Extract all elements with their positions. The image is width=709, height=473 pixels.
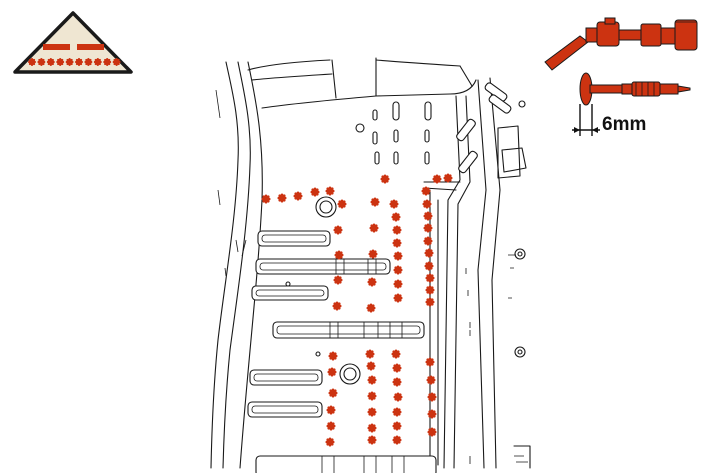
spot-weld [391,212,401,222]
spot-weld [392,377,402,387]
spot-weld [391,349,401,359]
spot-weld [333,275,343,285]
dimension-indicator: 6mm [572,104,646,136]
weld-row-lower-a [325,351,338,447]
spot-weld [367,435,377,445]
spot-weld [425,285,435,295]
drill-bit-icon [579,72,691,106]
spot-weld [392,225,402,235]
spot-weld [310,187,320,197]
spot-weld [328,351,338,361]
weld-row-column-d [421,186,435,307]
triangle-weld-dot [112,58,121,66]
spot-weld [393,265,403,275]
spot-weld [277,193,287,203]
spot-weld [326,405,336,415]
weld-row-pair-right [432,173,453,184]
spot-weld [325,437,335,447]
spot-weld [367,407,377,417]
spot-weld [261,194,271,204]
spot-weld [432,174,442,184]
spot-weld [393,392,403,402]
spot-weld [332,301,342,311]
spot-weld [423,223,433,233]
spot-weld [425,357,435,367]
dimension-label: 6mm [602,114,646,135]
spot-weld [365,349,375,359]
spot-weld [392,407,402,417]
spot-weld [423,236,433,246]
spot-weld [325,186,335,196]
spot-weld [422,199,432,209]
spot-weld [334,250,344,260]
spot-weld [427,409,437,419]
spot-weld [369,223,379,233]
spot-weld [392,435,402,445]
weld-row-top-left-row [261,186,347,209]
spot-weld [427,392,437,402]
spot-weld-warning-triangle-icon [13,11,133,74]
spot-weld [368,249,378,259]
spot-weld [425,297,435,307]
spot-weld [380,174,390,184]
spot-weld [393,293,403,303]
spot-weld [328,388,338,398]
spot-weld [393,251,403,261]
spot-weld [367,277,377,287]
spot-weld [367,423,377,433]
spot-weld-markers [261,173,453,447]
weld-row-lower-b [365,349,377,445]
weld-row-lower-c [391,349,403,445]
spot-weld [421,186,431,196]
triangle-weld-dot [46,58,55,66]
triangle-weld-dot [75,58,83,66]
spot-weld [293,191,303,201]
weld-row-column-a [332,225,344,311]
weld-row-column-c [389,199,403,303]
spot-weld [443,173,453,183]
weld-row-column-b-top [380,174,390,184]
triangle-weld-dot [93,58,102,66]
spot-weld [333,225,343,235]
spot-weld [392,363,402,373]
triangle-weld-dot [28,58,36,66]
spot-weld [425,273,435,283]
triangle-weld-dot [84,58,93,66]
triangle-weld-dot [37,58,46,66]
spot-weld [424,248,434,258]
spot-weld [424,261,434,271]
triangle-weld-dot [103,58,112,66]
spot-weld [389,199,399,209]
spot-weld [326,421,336,431]
spot-weld [393,279,403,289]
spot-weld [367,391,377,401]
spot-weld [392,421,402,431]
spot-weld [367,375,377,385]
spot-weld [327,367,337,377]
spot-weld [337,199,347,209]
spot-weld [392,238,402,248]
spot-weld [423,211,433,221]
spot-weld [427,427,437,437]
spot-weld [370,197,380,207]
weld-row-column-b [366,197,380,313]
spot-weld [426,375,436,385]
plasma-torch-icon [544,17,698,71]
spot-weld [366,303,376,313]
floor-pan-drawing [210,57,531,473]
spot-weld [366,361,376,371]
triangle-weld-dot [56,58,65,66]
weld-row-lower-d [425,357,437,437]
triangle-weld-dot [65,58,74,66]
